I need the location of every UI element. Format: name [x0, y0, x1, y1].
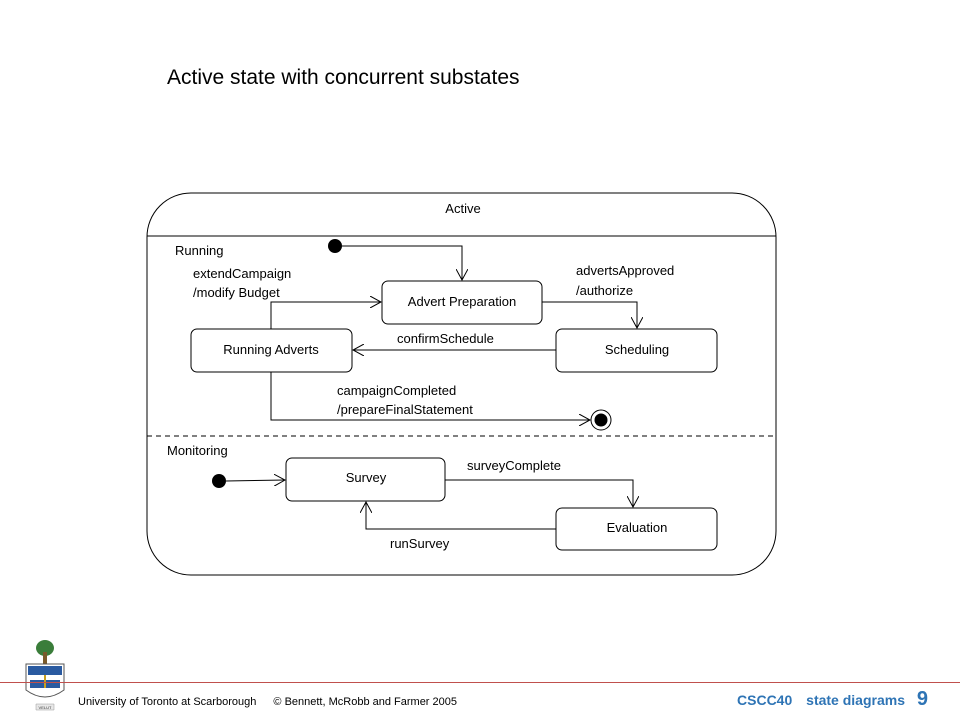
- footer-course: CSCC40: [737, 692, 793, 708]
- transition-survey-complete-label: surveyComplete: [467, 458, 561, 473]
- slide-title: Active state with concurrent substates: [167, 66, 520, 89]
- university-crest-logo: VELUT: [25, 640, 65, 711]
- footer-left: University of Toronto at Scarborough © B…: [78, 696, 471, 708]
- state-evaluation-label: Evaluation: [607, 520, 668, 535]
- transition-run-survey: [366, 502, 556, 530]
- region-monitoring-label: Monitoring: [167, 443, 228, 458]
- transition-survey-complete: [445, 479, 633, 507]
- footer-divider: [0, 682, 960, 683]
- transition-adverts-approved-label: advertsApproved /authorize: [576, 263, 678, 298]
- page-number: 9: [916, 688, 928, 710]
- footer-copyright: © Bennett, McRobb and Farmer 2005: [273, 696, 457, 708]
- transition-adverts-approved: [542, 301, 637, 328]
- transition-extend-campaign-label: extendCampaign /modify Budget: [193, 266, 295, 300]
- transition-campaign-completed-label: campaignCompleted /prepareFinalStatement: [337, 383, 473, 417]
- state-advert-preparation-label: Advert Preparation: [408, 294, 516, 309]
- state-survey-label: Survey: [346, 470, 387, 485]
- running-initial-state: [328, 239, 342, 253]
- running-final-state: [590, 409, 612, 431]
- state-running-adverts-label: Running Adverts: [223, 342, 319, 357]
- state-scheduling-label: Scheduling: [605, 342, 669, 357]
- transition-campaign-completed: [270, 372, 590, 420]
- svg-text:VELUT: VELUT: [39, 705, 52, 710]
- footer-topic: state diagrams: [806, 692, 905, 708]
- transition-initial-to-survey: [225, 480, 285, 481]
- monitoring-initial-state: [212, 474, 226, 488]
- transition-run-survey-label: runSurvey: [390, 536, 450, 551]
- region-running-label: Running: [175, 243, 223, 258]
- transition-initial-to-advert-preparation: [342, 245, 462, 280]
- footer-right: CSCC40 state diagrams 9: [737, 688, 928, 711]
- transition-extend-campaign: [270, 302, 381, 329]
- footer-institution: University of Toronto at Scarborough: [78, 696, 257, 708]
- transition-confirm-schedule-label: confirmSchedule: [397, 331, 494, 346]
- active-state-label: Active: [445, 201, 480, 216]
